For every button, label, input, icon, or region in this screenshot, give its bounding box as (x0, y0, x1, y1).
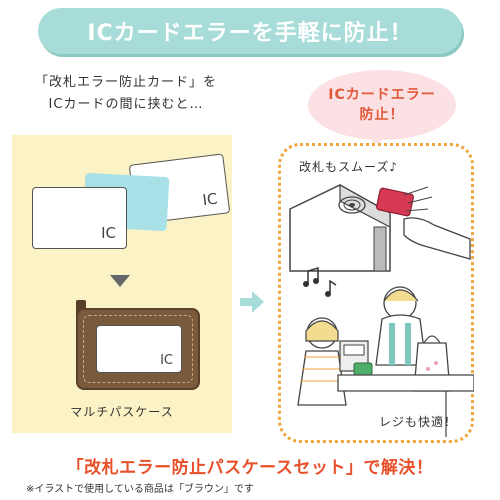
usage-scene-panel: 改札もスムーズ♪ (278, 143, 474, 443)
intro-line-1: 「改札エラー防止カード」を (34, 75, 217, 90)
cash-register-icon (339, 340, 373, 376)
bubble-line-1: ICカードエラー (328, 87, 436, 103)
top-banner: ICカードエラーを手軽に防止！ (38, 8, 462, 54)
ticket-gate-icon (289, 183, 391, 272)
ic-card-front-label: IC (101, 224, 116, 242)
product-panel: IC IC IC マルチパスケース (12, 135, 232, 433)
ticket-gate-illustration (289, 183, 474, 437)
pass-case-ic-label: IC (160, 353, 173, 368)
footer-headline: 「改札エラー防止パスケースセット」で解決！ (66, 458, 434, 478)
ic-card-back-label: IC (201, 189, 219, 210)
customer-icon (297, 317, 347, 406)
ic-card-front: IC (32, 187, 127, 249)
register-label: レジも快適！ (378, 415, 457, 429)
intro-line-2: ICカードの間に挟むと… (48, 97, 204, 112)
counter-icon (337, 374, 474, 392)
pass-case-caption: マルチパスケース (70, 405, 174, 419)
pass-case-stitch (83, 315, 193, 383)
gate-label: 改札もスムーズ♪ (299, 160, 399, 174)
bubble-line-2: 防止！ (359, 107, 405, 123)
speech-bubble: ICカードエラー 防止！ (308, 70, 456, 140)
shopkeeper-icon (375, 286, 427, 366)
pass-case: IC (76, 308, 200, 390)
music-note-icon (303, 266, 337, 297)
hand-icon (403, 217, 471, 260)
intro-text: 「改札エラー防止カード」を ICカードの間に挟むと… (6, 72, 246, 116)
right-arrow-icon (240, 291, 264, 313)
red-pass-card-icon (376, 186, 433, 217)
banner-title: ICカードエラーを手軽に防止！ (87, 21, 413, 46)
down-arrow-icon (110, 275, 130, 287)
footer-note: ※イラストで使用している商品は「ブラウン」です (26, 484, 254, 495)
pass-case-window: IC (96, 325, 182, 373)
